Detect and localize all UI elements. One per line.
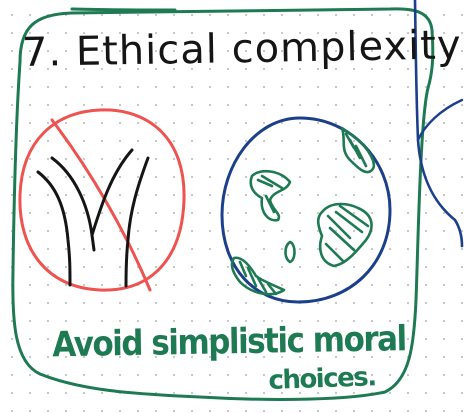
land-bottom-hatch: [238, 260, 278, 296]
land-left-hatch: [256, 174, 284, 214]
note-frame: [11, 7, 435, 401]
land-bottom: [230, 256, 286, 296]
land-right-hatch: [324, 204, 370, 264]
fork-path-right-outer: [124, 156, 150, 288]
caption-line-1: Avoid simplistic moral: [52, 318, 406, 366]
fork-path-left-inner: [50, 156, 94, 237]
caption-line-2: choices.: [268, 362, 377, 396]
crossed-out-fork-icon: [18, 108, 186, 292]
fork-path-stem: [90, 233, 96, 252]
land-left: [249, 169, 292, 222]
top-stroke: [70, 7, 177, 12]
land-right: [316, 202, 373, 268]
crossout-circle: [18, 108, 186, 292]
divider-curve: [416, 98, 464, 142]
land-island: [284, 240, 296, 264]
divider-line: [413, 0, 464, 248]
fork-path-right-inner: [90, 148, 134, 237]
land-top-hatch: [344, 132, 368, 168]
crossout-slash: [50, 118, 152, 292]
globe-outline: [220, 116, 392, 304]
land-top: [340, 126, 376, 174]
globe-icon: [220, 116, 392, 304]
fork-path-left-outer: [36, 170, 72, 287]
note-title: 7. Ethical complexity: [21, 22, 462, 76]
